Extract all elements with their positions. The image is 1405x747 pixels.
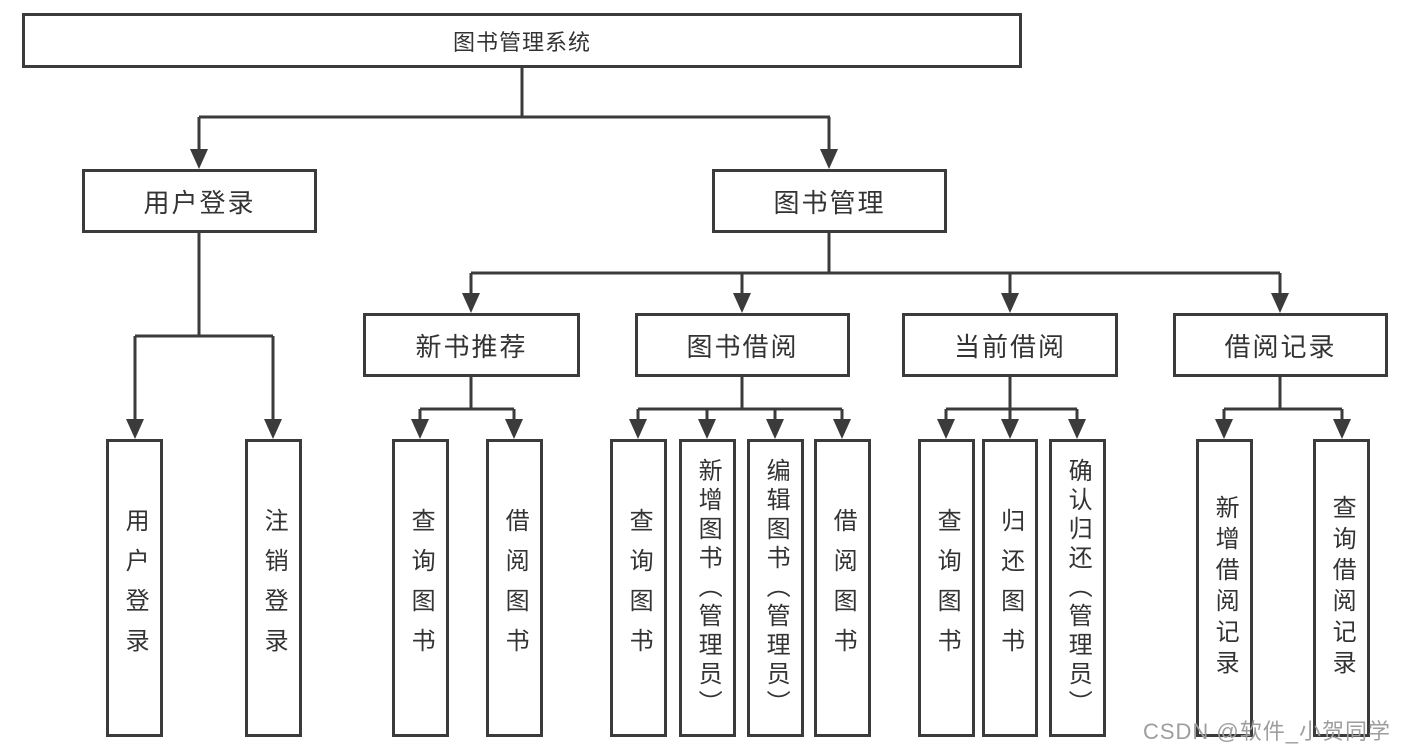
arrowhead	[190, 149, 208, 169]
arrowhead	[1271, 293, 1289, 313]
connector-book-mgmt-split	[462, 233, 1289, 313]
leaf-newbooks-borrow-books: 借阅图书	[486, 439, 543, 737]
leaf-borrowing-edit-books-admin-label: 编辑图书（管理员）	[762, 457, 790, 719]
leaf-current-confirm-return-admin-label: 确认归还（管理员）	[1064, 457, 1092, 719]
node-book-borrowing: 图书借阅	[635, 313, 850, 377]
node-user-login: 用户登录	[82, 169, 317, 233]
leaf-records-add-borrow-record-label: 新增借阅记录	[1211, 495, 1239, 681]
leaf-logout: 注销登录	[245, 439, 302, 737]
node-borrow-records: 借阅记录	[1173, 313, 1388, 377]
connector-current-borrow-split	[937, 377, 1086, 439]
arrowhead	[698, 419, 716, 439]
arrowhead	[264, 419, 282, 439]
arrowhead	[766, 419, 784, 439]
arrowhead	[820, 149, 838, 169]
leaf-newbooks-borrow-books-label: 借阅图书	[501, 508, 529, 668]
arrowhead	[1333, 419, 1351, 439]
arrowhead	[126, 419, 144, 439]
arrowhead	[505, 419, 523, 439]
arrowhead	[1001, 293, 1019, 313]
leaf-borrowing-borrow-books: 借阅图书	[814, 439, 871, 737]
node-new-book-recommend: 新书推荐	[363, 313, 580, 377]
arrowhead	[1001, 419, 1019, 439]
leaf-user-login-label: 用户登录	[121, 508, 149, 668]
leaf-logout-label: 注销登录	[260, 508, 288, 668]
arrowhead	[411, 419, 429, 439]
leaf-borrowing-borrow-books-label: 借阅图书	[829, 508, 857, 668]
connector-borrow-records-split	[1215, 377, 1351, 439]
leaf-records-add-borrow-record: 新增借阅记录	[1196, 439, 1253, 737]
leaf-borrowing-add-books-admin: 新增图书（管理员）	[679, 439, 736, 737]
connector-root-split	[190, 68, 838, 169]
leaf-records-query-borrow-record-label: 查询借阅记录	[1328, 495, 1356, 681]
leaf-current-query-books-label: 查询图书	[933, 508, 961, 668]
leaf-current-confirm-return-admin: 确认归还（管理员）	[1049, 439, 1106, 737]
arrowhead	[733, 293, 751, 313]
connector-new-books-split	[411, 377, 523, 439]
leaf-borrowing-query-books: 查询图书	[610, 439, 667, 737]
connector-book-borrow-split	[629, 377, 851, 439]
arrowhead	[1215, 419, 1233, 439]
arrowhead	[833, 419, 851, 439]
csdn-watermark: CSDN @软件_小贺同学	[1142, 719, 1391, 744]
node-current-borrowing: 当前借阅	[902, 313, 1118, 377]
leaf-current-return-books: 归还图书	[982, 439, 1038, 737]
leaf-current-return-books-label: 归还图书	[996, 508, 1024, 668]
arrowhead	[629, 419, 647, 439]
arrowhead	[937, 419, 955, 439]
leaf-borrowing-query-books-label: 查询图书	[625, 508, 653, 668]
leaf-records-query-borrow-record: 查询借阅记录	[1313, 439, 1370, 737]
arrowhead	[1068, 419, 1086, 439]
leaf-borrowing-edit-books-admin: 编辑图书（管理员）	[747, 439, 804, 737]
node-root-system: 图书管理系统	[22, 13, 1022, 68]
node-book-management: 图书管理	[712, 169, 947, 233]
leaf-newbooks-query-books: 查询图书	[392, 439, 449, 737]
arrowhead	[462, 293, 480, 313]
connector-user-login-split	[126, 233, 282, 439]
leaf-newbooks-query-books-label: 查询图书	[407, 508, 435, 668]
leaf-user-login: 用户登录	[106, 439, 163, 737]
leaf-borrowing-add-books-admin-label: 新增图书（管理员）	[694, 457, 722, 719]
leaf-current-query-books: 查询图书	[918, 439, 975, 737]
